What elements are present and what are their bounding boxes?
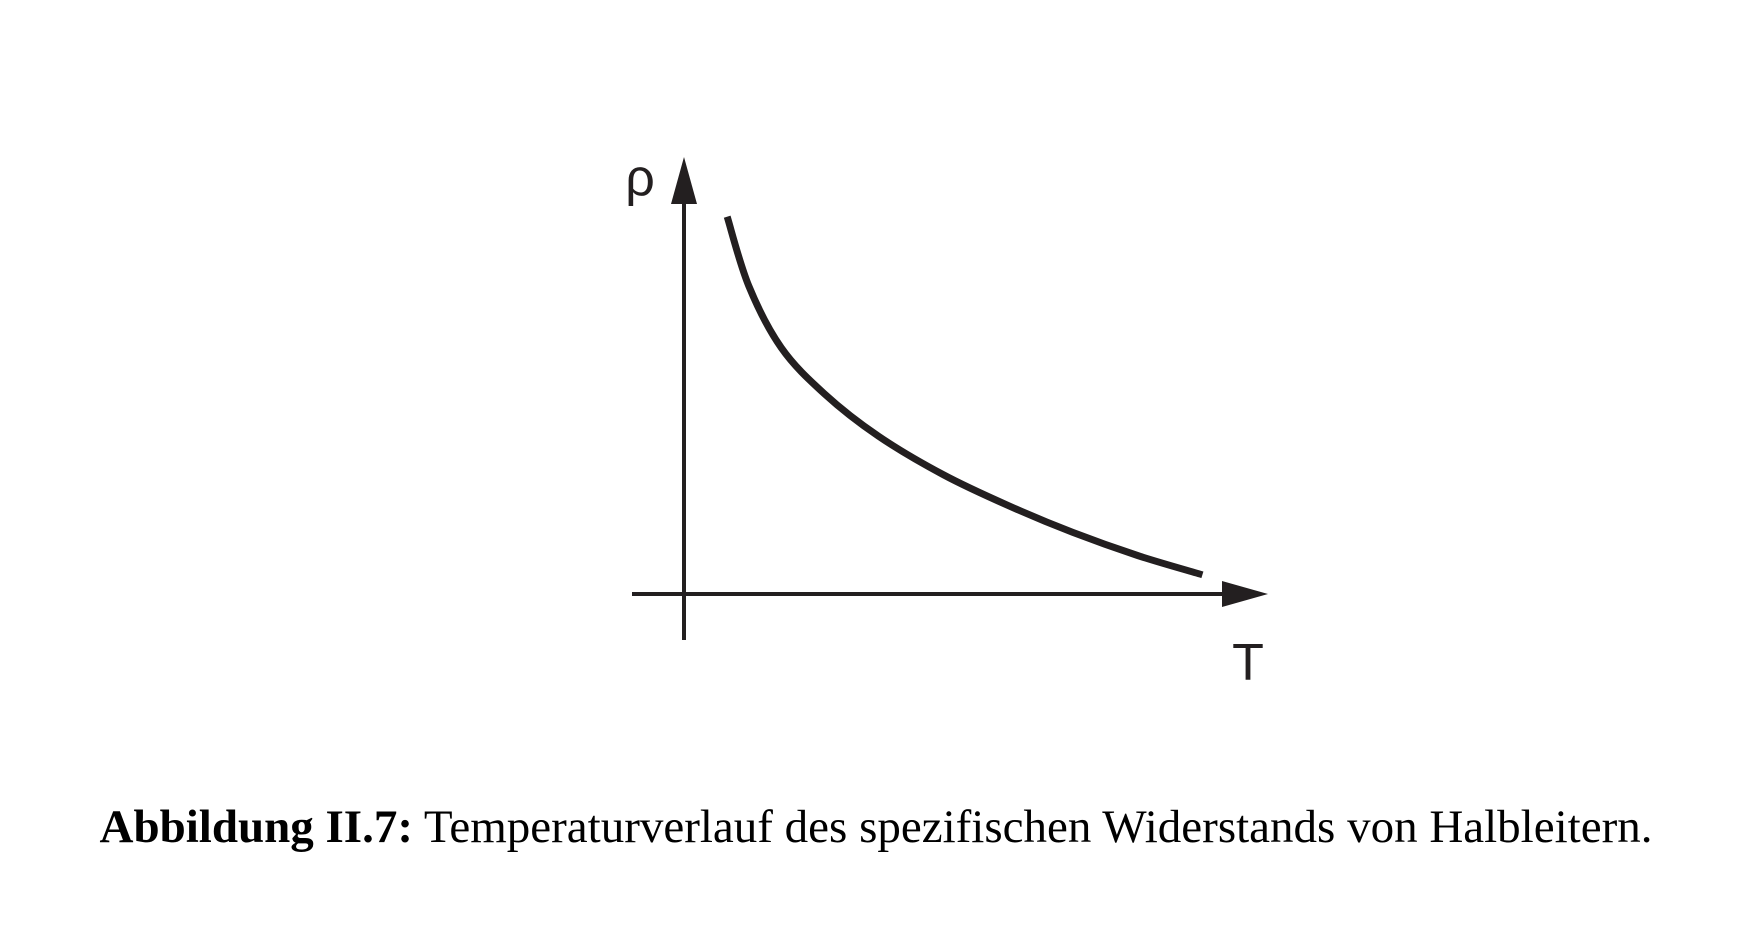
- x-axis-arrowhead: [1222, 581, 1268, 607]
- x-axis-label: T: [1232, 634, 1264, 692]
- figure-caption: Abbildung II.7: Temperaturverlauf des sp…: [0, 800, 1752, 854]
- series-layer: [723, 215, 1204, 579]
- caption-text: Temperaturverlauf des spezifischen Wider…: [413, 801, 1653, 853]
- caption-label: Abbildung II.7:: [99, 801, 414, 853]
- series-line-0: [723, 215, 1204, 579]
- y-axis-label: ρ: [625, 149, 655, 207]
- y-axis-arrowhead: [671, 157, 697, 204]
